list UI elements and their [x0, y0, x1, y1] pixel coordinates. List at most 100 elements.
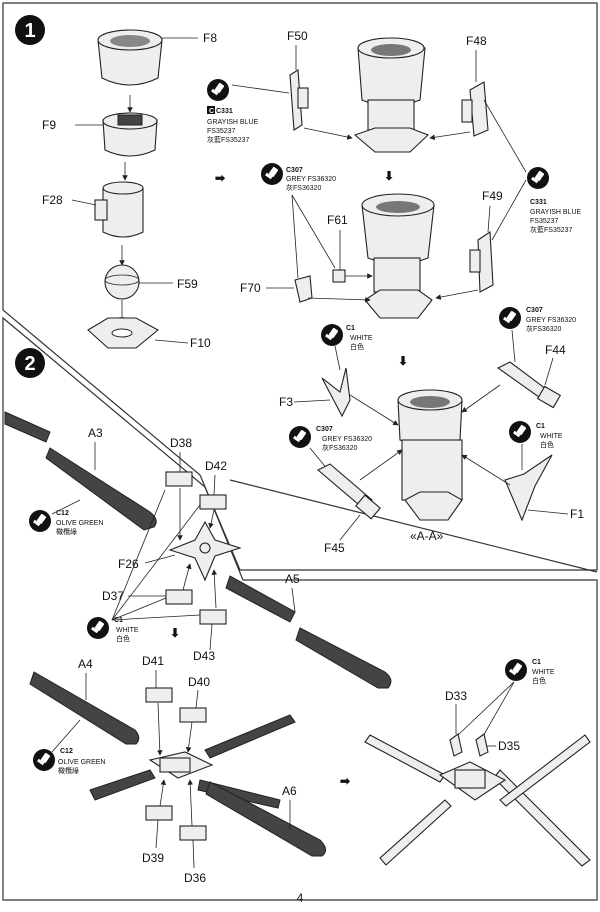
label-d42: D42 [205, 459, 227, 473]
part-f61 [332, 269, 346, 283]
paint-callout-grey-f45: C307 GREY FS36320 灰FS36320 [289, 426, 372, 452]
svg-text:C307: C307 [526, 307, 543, 314]
part-f50 [289, 69, 309, 131]
svg-text:白色: 白色 [532, 676, 546, 685]
svg-text:WHITE: WHITE [540, 433, 563, 440]
part-f8 [97, 29, 163, 86]
label-f48: F48 [466, 34, 487, 48]
rotor-hub-assembly-left [89, 714, 296, 809]
label-f3: F3 [279, 395, 293, 409]
paint-callout-white-d33: C1 WHITE 白色 [505, 659, 555, 685]
label-f61: F61 [327, 213, 348, 227]
svg-text:1: 1 [24, 20, 35, 42]
svg-text:GREY FS36320: GREY FS36320 [322, 436, 372, 443]
arrow-down-3: ⬇ [170, 626, 180, 640]
part-f45 [317, 463, 381, 520]
svg-text:灰藍FS35237: 灰藍FS35237 [530, 225, 573, 234]
svg-text:白色: 白色 [540, 440, 554, 449]
section-label-a-a: «A-A» [410, 529, 444, 543]
label-d38: D38 [170, 436, 192, 450]
svg-text:WHITE: WHITE [350, 335, 373, 342]
label-f59: F59 [177, 277, 198, 291]
arrow-flow-2: ➡ [340, 774, 351, 788]
svg-text:C307: C307 [316, 426, 333, 433]
paint-callout-grey-f44: C307 GREY FS36320 灰FS36320 [499, 307, 576, 333]
label-d41: D41 [142, 654, 164, 668]
svg-text:橄欖綠: 橄欖綠 [58, 766, 79, 775]
svg-text:OLIVE GREEN: OLIVE GREEN [56, 520, 103, 527]
svg-text:灰藍FS35237: 灰藍FS35237 [207, 135, 250, 144]
label-f9: F9 [42, 118, 56, 132]
label-f45: F45 [324, 541, 345, 555]
svg-text:2: 2 [24, 353, 35, 375]
svg-text:C12: C12 [56, 510, 69, 517]
part-d39 [145, 805, 173, 821]
part-d40 [179, 707, 207, 723]
label-d36: D36 [184, 871, 206, 885]
blade-a5 [225, 575, 392, 689]
svg-text:灰FS36320: 灰FS36320 [322, 443, 358, 452]
svg-text:灰FS36320: 灰FS36320 [526, 324, 562, 333]
engine-mid-assembly [361, 193, 435, 319]
paint-callout-white-f3: C1 WHITE 白色 [321, 324, 373, 351]
paint-callout-white-d: C1 WHITE 白色 [87, 617, 139, 643]
part-d43 [199, 609, 227, 625]
part-f59 [104, 264, 140, 300]
label-d35: D35 [498, 739, 520, 753]
svg-text:C12: C12 [60, 748, 73, 755]
svg-text:WHITE: WHITE [116, 627, 139, 634]
label-a5: A5 [285, 572, 300, 586]
label-f44: F44 [545, 343, 566, 357]
svg-text:FS35237: FS35237 [207, 128, 236, 135]
part-f9 [102, 112, 158, 157]
label-f26: F26 [118, 557, 139, 571]
svg-text:WHITE: WHITE [532, 669, 555, 676]
paint-callout-olive-a4: C12 OLIVE GREEN 橄欖綠 [33, 748, 105, 775]
paint-callout-grayish-blue-right: C331 GRAYISH BLUE FS35237 灰藍FS35237 [527, 167, 582, 234]
step-2-badge: 2 [15, 348, 45, 378]
divider-line [229, 479, 598, 573]
label-f50: F50 [287, 29, 308, 43]
label-a6: A6 [282, 784, 297, 798]
svg-text:GREY FS36320: GREY FS36320 [526, 317, 576, 324]
paint-callout-olive-a3: C12 OLIVE GREEN 橄欖綠 [29, 510, 103, 536]
svg-text:白色: 白色 [116, 634, 130, 643]
label-d39: D39 [142, 851, 164, 865]
part-f28 [94, 181, 144, 238]
svg-text:橄欖綠: 橄欖綠 [56, 527, 77, 536]
svg-text:C331: C331 [530, 199, 547, 206]
label-f8: F8 [203, 31, 217, 45]
label-f28: F28 [42, 193, 63, 207]
part-d42 [199, 494, 227, 510]
svg-text:C1: C1 [114, 617, 123, 624]
arrow-flow-1: ➡ [215, 171, 226, 185]
label-f10: F10 [190, 336, 211, 350]
paint-callout-grey-top: C307 GREY FS36320 灰FS36320 [261, 163, 336, 192]
part-d38 [165, 471, 193, 487]
svg-text:C331: C331 [216, 108, 233, 115]
svg-text:灰FS36320: 灰FS36320 [286, 183, 322, 192]
svg-text:OLIVE GREEN: OLIVE GREEN [58, 759, 105, 766]
part-f48 [461, 81, 489, 137]
label-a3: A3 [88, 426, 103, 440]
svg-text:GREY FS36320: GREY FS36320 [286, 176, 336, 183]
svg-text:白色: 白色 [350, 342, 364, 351]
step-1-frame [2, 2, 598, 571]
part-f10 [87, 317, 159, 349]
paint-callout-grayish-blue-left: C C331 GRAYISH BLUE FS35237 灰藍FS35237 [207, 79, 259, 144]
part-d41 [145, 687, 173, 703]
svg-text:GRAYISH BLUE: GRAYISH BLUE [207, 119, 259, 126]
label-d40: D40 [188, 675, 210, 689]
label-f70: F70 [240, 281, 261, 295]
svg-text:GRAYISH BLUE: GRAYISH BLUE [530, 209, 582, 216]
rotor-hub-assembly-complete [364, 734, 591, 867]
part-f1 [504, 454, 553, 522]
label-d33: D33 [445, 689, 467, 703]
blade-a3 [4, 411, 157, 531]
svg-text:C1: C1 [536, 423, 545, 430]
part-f3 [321, 367, 351, 418]
svg-text:C1: C1 [532, 659, 541, 666]
label-f49: F49 [482, 189, 503, 203]
part-d33 [449, 733, 463, 757]
